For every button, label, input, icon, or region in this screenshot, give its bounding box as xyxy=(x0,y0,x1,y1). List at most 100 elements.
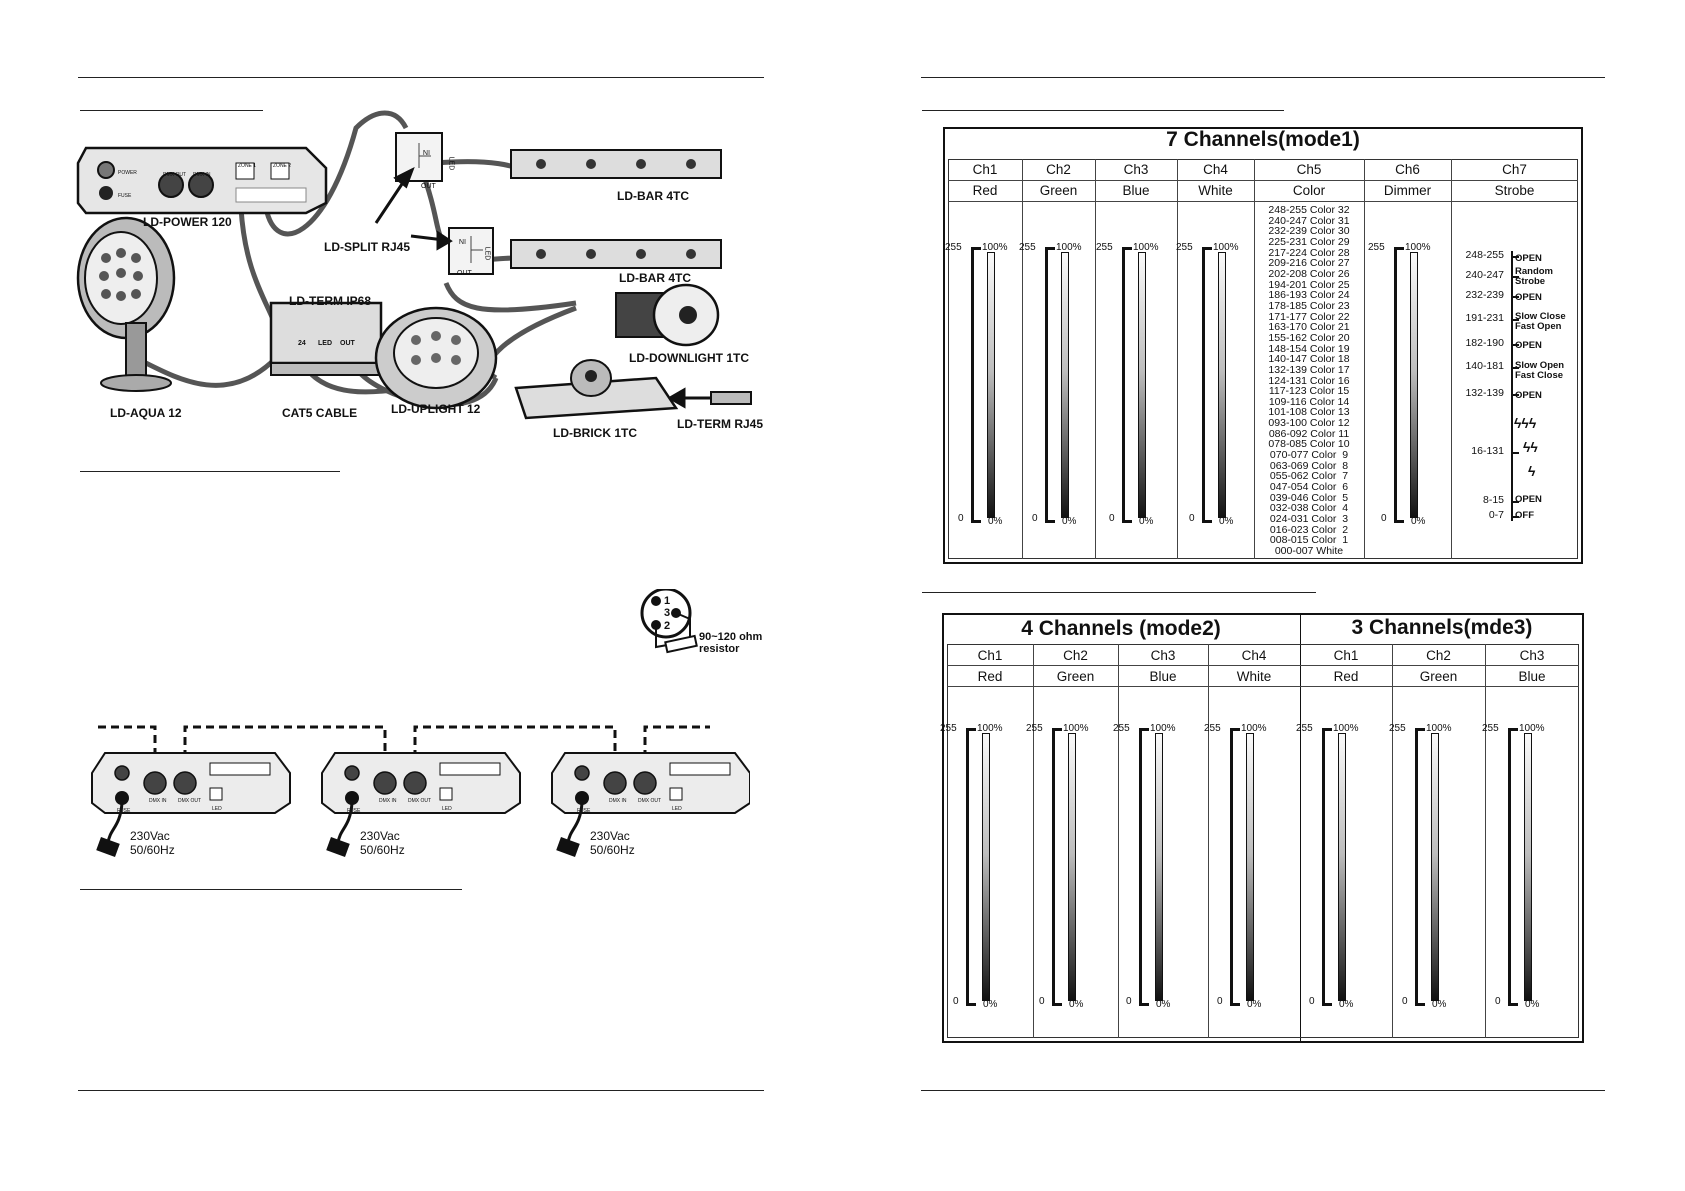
color-entry: 101-108 Color 13 xyxy=(1268,406,1350,419)
unit1-port-dmx-in: DMX IN xyxy=(149,798,167,804)
strobe-range: 140-181 xyxy=(1465,360,1504,372)
mode3-ch-name: Blue xyxy=(1518,669,1546,684)
mode2-ch4-gradient-bar xyxy=(1246,733,1254,1001)
strobe-desc: Fast Close xyxy=(1515,370,1564,381)
led-bar-2 xyxy=(510,239,722,269)
mode3-ch1-bottom-pct: 0% xyxy=(1339,999,1354,1010)
mode1-ch4-scale-axis xyxy=(1202,247,1212,523)
color-entry: 202-208 Color 26 xyxy=(1268,267,1350,280)
mode1-ch1-gradient-bar xyxy=(987,252,995,518)
mode3-ch1-scale-axis xyxy=(1322,728,1332,1006)
mode1-ch3-gradient-bar xyxy=(1138,252,1146,518)
strobe-desc: OPEN xyxy=(1515,340,1542,351)
label-ld-term-rj45: LD-TERM RJ45 xyxy=(677,417,764,431)
strobe-desc: OPEN xyxy=(1515,292,1542,303)
mode1-ch6-top-value: 255 xyxy=(1368,242,1385,253)
resistor-value: 90~120 ohm xyxy=(699,631,763,643)
split2-port-out: OUT xyxy=(457,270,472,277)
mode1-col-divider xyxy=(1364,159,1365,559)
mode1-ch4-bottom-value: 0 xyxy=(1189,513,1195,524)
strobe-desc: Random xyxy=(1515,266,1553,277)
term-rj45-plug xyxy=(710,391,752,405)
color-entry: 148-154 Color 19 xyxy=(1268,342,1350,355)
dmx-daisy-chain xyxy=(91,725,750,857)
strobe-tick xyxy=(1511,394,1519,396)
power-unit xyxy=(76,146,328,215)
strobe-desc: OPEN xyxy=(1515,253,1542,264)
color-entry: 055-062 Color 7 xyxy=(1269,470,1349,483)
mode3-ch3-top-value: 255 xyxy=(1482,723,1499,734)
mode1-ch2-bottom-pct: 0% xyxy=(1062,516,1077,527)
strobe-tick xyxy=(1511,296,1519,298)
mode1-ch4-gradient-bar xyxy=(1218,252,1226,518)
color-entry: 093-100 Color 12 xyxy=(1268,417,1350,430)
mode1-ch-label: Ch7 xyxy=(1502,162,1527,177)
label-ld-aqua-12: LD-AQUA 12 xyxy=(110,406,182,420)
panel-label-dmx-out: DMX OUT xyxy=(163,172,187,178)
unit2-port-led: LED xyxy=(442,806,452,812)
mode3-ch2-bottom-value: 0 xyxy=(1402,996,1408,1007)
mode2-ch3-bottom-pct: 0% xyxy=(1156,999,1171,1010)
unit2-port-fuse: FUSE xyxy=(347,808,361,814)
mode1-ch1-top-value: 255 xyxy=(945,242,962,253)
mode1-ch3-bottom-value: 0 xyxy=(1109,513,1115,524)
color-entry: 024-031 Color 3 xyxy=(1269,513,1349,526)
strobe-tick xyxy=(1511,344,1519,346)
mode2-ch2-scale-axis xyxy=(1052,728,1062,1006)
mode1-ch-label: Ch5 xyxy=(1296,162,1322,177)
mode2-ch-label: Ch3 xyxy=(1150,648,1176,663)
mode3-ch1-gradient-bar xyxy=(1338,733,1346,1001)
mode1-ch-name: Dimmer xyxy=(1383,183,1432,198)
xlr-pin-1: 1 xyxy=(664,595,671,607)
mode1-ch2-top-value: 255 xyxy=(1019,242,1036,253)
strobe-range: 248-255 xyxy=(1465,249,1504,261)
strobe-tick xyxy=(1511,276,1519,278)
mode3-ch1-top-pct: 100% xyxy=(1333,723,1359,734)
color-entry: 232-239 Color 30 xyxy=(1268,225,1350,238)
mode23-header-rule-2 xyxy=(947,686,1579,687)
strobe-tick xyxy=(1511,516,1519,518)
unit1-port-dmx-out: DMX OUT xyxy=(178,798,202,804)
mode2-ch2-top-value: 255 xyxy=(1026,723,1043,734)
mode3-ch-label: Ch3 xyxy=(1519,648,1545,663)
mode1-col-divider xyxy=(1022,159,1023,559)
color-entry: 178-185 Color 23 xyxy=(1268,299,1350,312)
mode1-ch2-scale-axis xyxy=(1045,247,1055,523)
mode2-ch1-top-value: 255 xyxy=(940,723,957,734)
mode23-col-divider xyxy=(1033,644,1034,1038)
aqua-fixture xyxy=(76,216,176,392)
unit3-voltage: 230Vac xyxy=(590,829,630,843)
mode2-ch3-gradient-bar xyxy=(1155,733,1163,1001)
mode2-ch3-scale-axis xyxy=(1139,728,1149,1006)
strobe-range: 0-7 xyxy=(1488,509,1504,521)
mode2-ch-name: Red xyxy=(977,669,1003,684)
mode3-ch3-top-pct: 100% xyxy=(1519,723,1545,734)
strobe-desc: OPEN xyxy=(1515,494,1542,505)
section-underline-4 xyxy=(922,110,1284,111)
mode2-ch-name: Green xyxy=(1056,669,1095,684)
section-underline-3 xyxy=(80,889,462,890)
mode23-col-divider xyxy=(1118,644,1119,1038)
mode3-ch-name: Green xyxy=(1419,669,1458,684)
mode3-ch1-bottom-value: 0 xyxy=(1309,996,1315,1007)
strobe-desc: OFF xyxy=(1515,510,1534,521)
left-header-rule xyxy=(78,77,764,78)
mode2-ch2-bottom-pct: 0% xyxy=(1069,999,1084,1010)
color-entry: 132-139 Color 17 xyxy=(1268,363,1350,376)
mode2-ch-label: Ch1 xyxy=(977,648,1003,663)
mode3-ch-label: Ch2 xyxy=(1426,648,1451,663)
color-entry: 086-092 Color 11 xyxy=(1268,427,1350,440)
mode3-ch1-top-value: 255 xyxy=(1296,723,1313,734)
label-ld-term-ip68: LD-TERM IP68 xyxy=(289,294,372,308)
mode2-ch4-top-pct: 100% xyxy=(1241,723,1267,734)
unit1-port-led: LED xyxy=(212,806,222,812)
color-entry: 000-007 White xyxy=(1274,545,1344,557)
unit2-frequency: 50/60Hz xyxy=(360,843,405,857)
section-underline-5 xyxy=(922,592,1316,593)
mode1-ch3-top-pct: 100% xyxy=(1133,242,1159,253)
mode1-ch2-gradient-bar xyxy=(1061,252,1069,518)
right-footer-rule xyxy=(921,1090,1605,1091)
unit1-frequency: 50/60Hz xyxy=(130,843,175,857)
mode2-ch3-bottom-value: 0 xyxy=(1126,996,1132,1007)
ip68-port-out: OUT xyxy=(340,340,355,347)
